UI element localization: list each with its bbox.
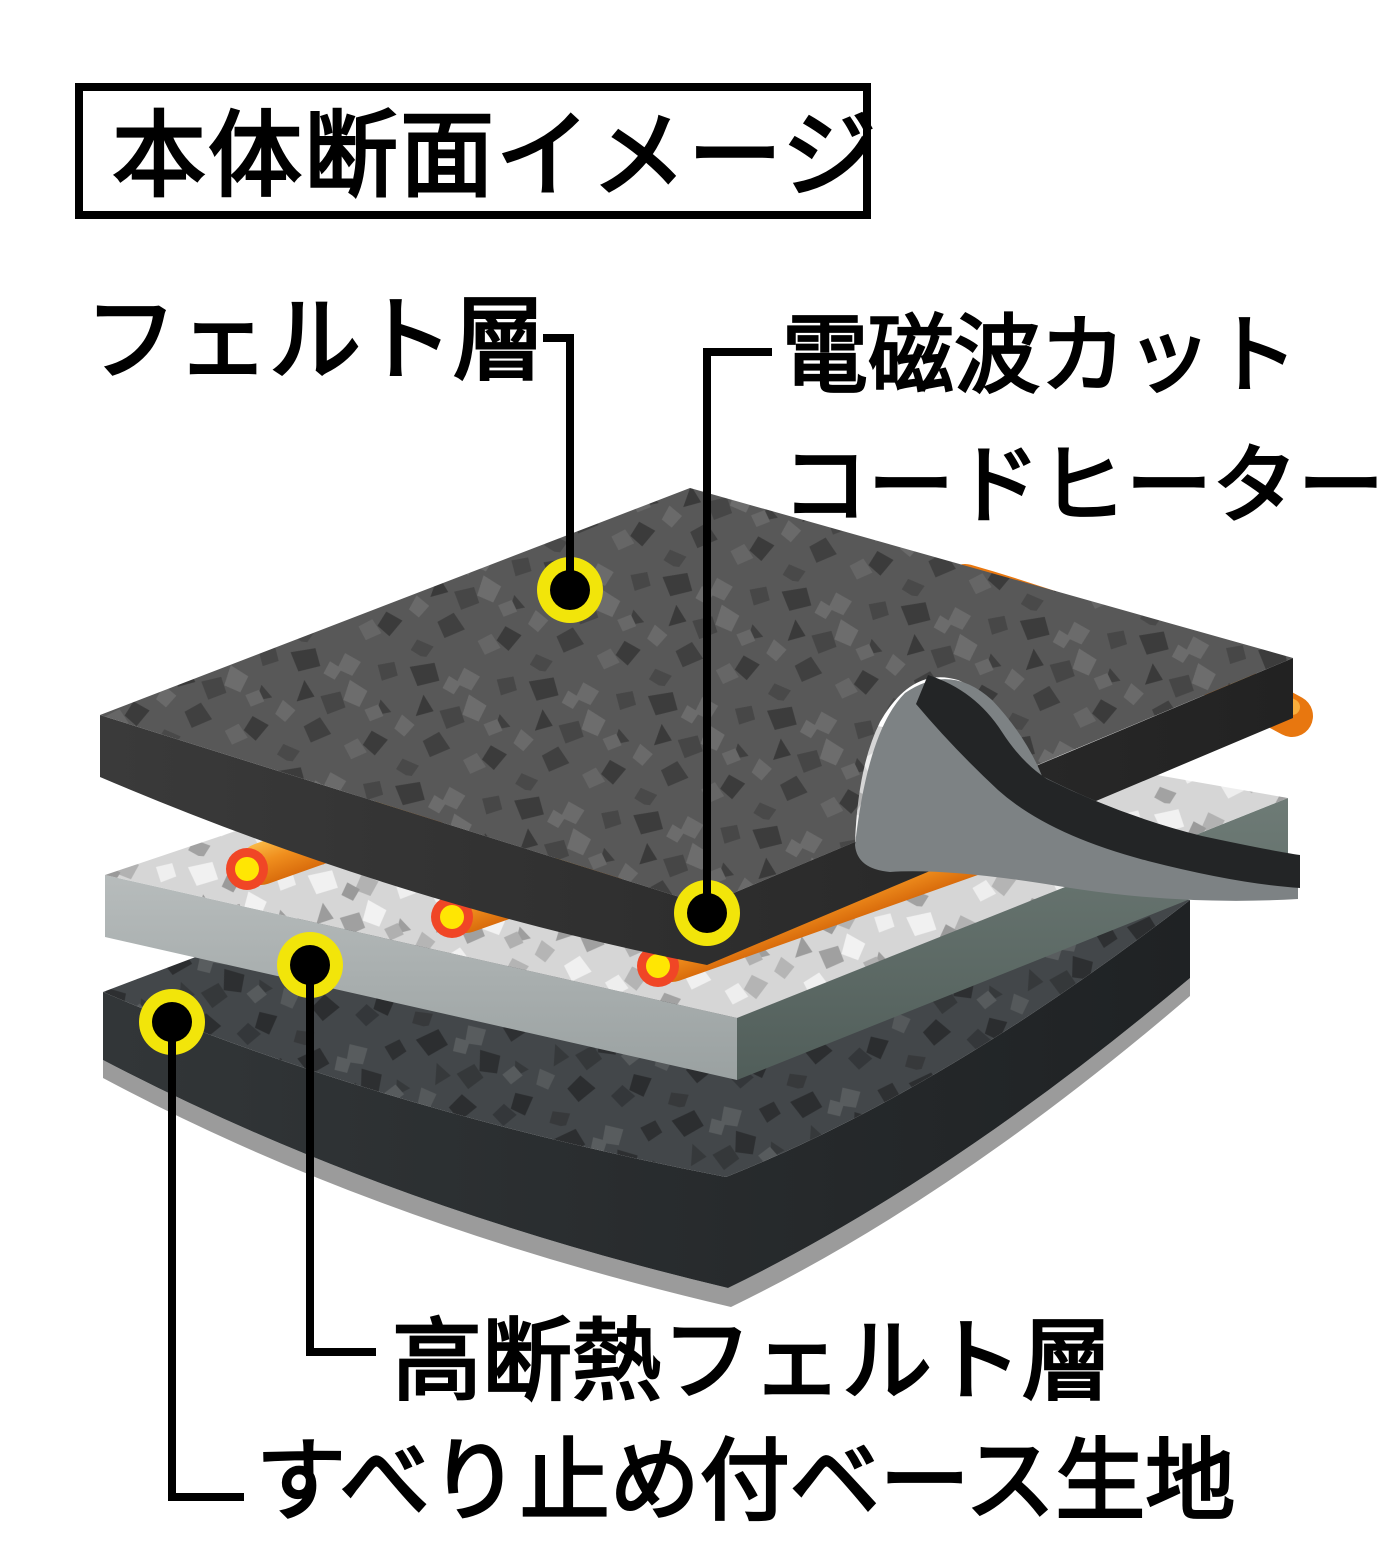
base-fabric-marker <box>139 989 205 1055</box>
label-base-fabric: すべり止め付ベース生地 <box>256 1432 1235 1532</box>
title-box: 本体断面イメージ <box>75 83 878 219</box>
leader-cord-heater <box>703 348 772 913</box>
leader-lines <box>168 334 772 1501</box>
cord-cut-end-1 <box>226 848 268 890</box>
base-fabric-front-face <box>103 900 1190 1288</box>
label-felt-layer: フェルト層 <box>85 290 545 392</box>
insulation-felt-marker <box>277 932 343 998</box>
felt-top-face <box>100 488 1293 905</box>
leader-felt-layer <box>543 334 574 590</box>
cord-cut-end-2 <box>431 896 473 938</box>
layer-labels: フェルト層 電磁波カット コードヒーター 高断熱フェルト層 すべり止め付ベース生… <box>85 290 1378 1532</box>
label-cord-heater-line2: コードヒーター <box>782 438 1378 534</box>
leader-base-fabric <box>168 1028 244 1501</box>
insulation-front-left-face <box>105 875 737 1080</box>
label-cord-heater-line1: 電磁波カット <box>782 308 1298 404</box>
curl-edge-band <box>916 675 1300 888</box>
diagram-title: 本体断面イメージ <box>112 103 878 208</box>
label-insulation-felt: 高断熱フェルト層 <box>392 1312 1112 1412</box>
leader-insulation-felt <box>306 972 376 1356</box>
